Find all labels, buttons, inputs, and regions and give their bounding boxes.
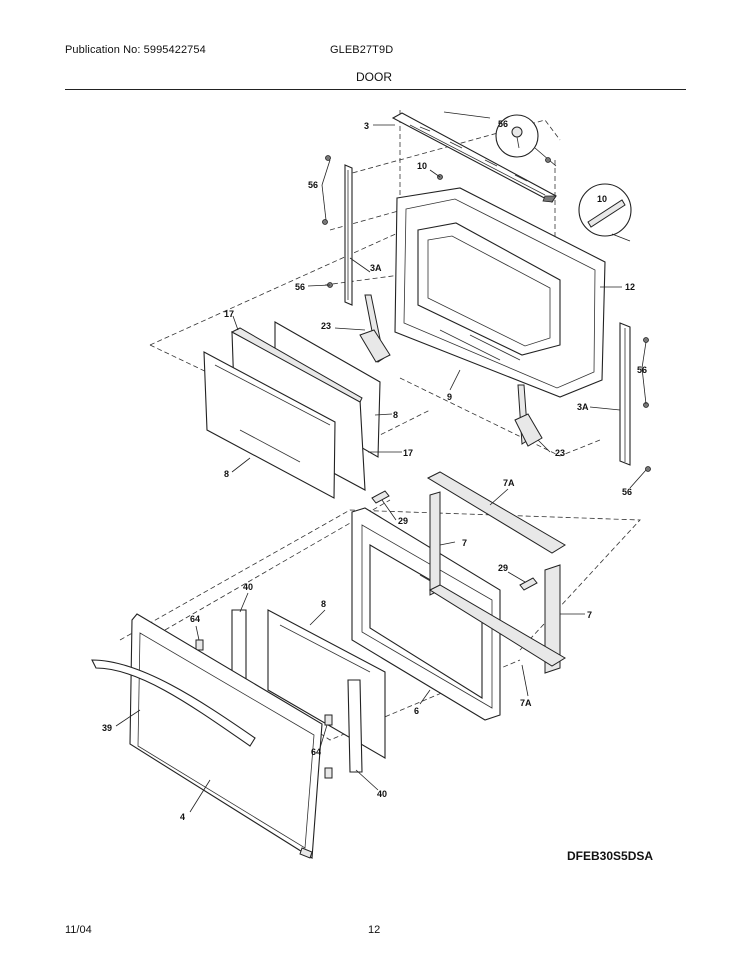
callout-56-mid: 56 — [295, 282, 305, 292]
door-handle — [91, 659, 256, 747]
footer-date: 11/04 — [65, 924, 92, 936]
callout-3a-left: 3A — [370, 263, 382, 273]
callout-64-top: 64 — [190, 614, 200, 624]
right-side-channel — [619, 322, 631, 466]
callout-64-bottom: 64 — [311, 747, 321, 757]
screws — [322, 155, 651, 472]
header-rule — [65, 89, 686, 90]
callout-17-bottom: 17 — [403, 448, 413, 458]
callout-56-right: 56 — [637, 365, 647, 375]
callout-7a-bottom: 7A — [520, 698, 532, 708]
callout-6: 6 — [414, 706, 419, 716]
callout-23-left: 23 — [321, 321, 331, 331]
callout-17-top: 17 — [224, 309, 234, 319]
callout-9: 9 — [447, 392, 452, 402]
screw-inset — [443, 111, 557, 167]
callout-3: 3 — [364, 121, 369, 131]
leader-lines — [115, 124, 647, 813]
callout-40-bottom: 40 — [377, 789, 387, 799]
callout-29-left: 29 — [398, 516, 408, 526]
door-top-trim — [391, 112, 557, 203]
callout-4: 4 — [180, 812, 185, 822]
callout-56-top: 56 — [498, 119, 508, 129]
callout-56-left: 56 — [308, 180, 318, 190]
hinge-left — [359, 294, 391, 363]
callout-7a-top: 7A — [503, 478, 515, 488]
model-number: GLEB27T9D — [330, 44, 394, 56]
callout-40-top: 40 — [243, 582, 253, 592]
diagram-code: DFEB30S5DSA — [567, 849, 654, 863]
bolt-inset — [578, 183, 632, 242]
callout-7-right: 7 — [587, 610, 592, 620]
spacers — [371, 490, 538, 591]
callout-12: 12 — [625, 282, 635, 292]
callout-39: 39 — [102, 723, 112, 733]
callout-56-bottom: 56 — [622, 487, 632, 497]
callout-23-right: 23 — [555, 448, 565, 458]
callout-8-left: 8 — [224, 469, 229, 479]
hinge-right — [514, 384, 543, 447]
callout-8-top: 8 — [393, 410, 398, 420]
insulation-right — [428, 564, 566, 674]
page-number: 12 — [368, 924, 381, 936]
callout-10-inset: 10 — [597, 194, 607, 204]
callout-labels: 3 56 10 56 10 3A 56 12 17 23 56 9 3A 8 1… — [102, 119, 647, 822]
callout-3a-right: 3A — [577, 402, 589, 412]
glass-pack — [203, 321, 381, 499]
callout-8-lower: 8 — [321, 599, 326, 609]
left-side-channel — [344, 164, 353, 306]
publication-number: Publication No: 5995422754 — [65, 44, 206, 56]
outer-door-panel — [129, 613, 323, 859]
callout-10-top: 10 — [417, 161, 427, 171]
hinge-covers — [195, 639, 333, 779]
section-title: DOOR — [356, 70, 392, 84]
callout-29-right: 29 — [498, 563, 508, 573]
callout-7-top: 7 — [462, 538, 467, 548]
door-exploded-diagram: 3 56 10 56 10 3A 56 12 17 23 56 9 3A 8 1… — [91, 110, 651, 859]
inner-door-liner — [394, 187, 606, 398]
